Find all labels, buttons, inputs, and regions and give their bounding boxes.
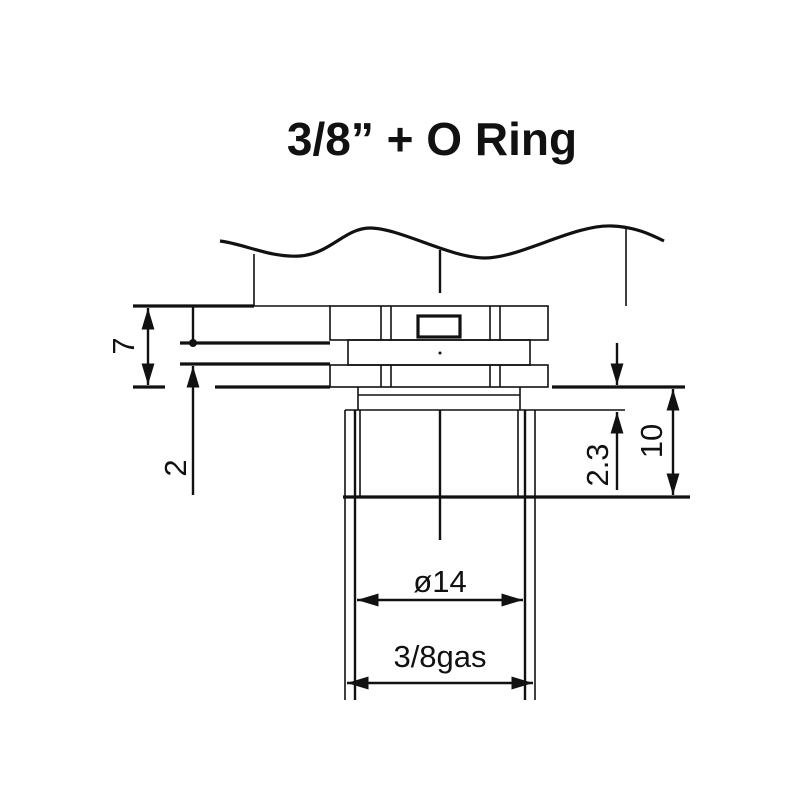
- dimension-diameter-14: ø14: [413, 564, 466, 599]
- thread-body: [343, 410, 690, 700]
- dimension-7: 7: [106, 337, 141, 354]
- fitting: [329, 305, 690, 700]
- left-dimensions: 7 2: [106, 306, 330, 495]
- dimension-2: 2: [158, 459, 193, 476]
- bottom-dimensions: ø14 3/8gas: [347, 564, 533, 690]
- right-dimensions: 2.3 10: [552, 343, 685, 495]
- drawing-title: 3/8” + O Ring: [287, 113, 577, 165]
- housing-section: [133, 224, 665, 308]
- hex-bottom: [329, 364, 549, 388]
- hex-top: [329, 305, 549, 341]
- neck: [357, 387, 521, 410]
- dimension-thread-gas: 3/8gas: [393, 639, 486, 674]
- break-line: [219, 224, 665, 260]
- dimension-10: 10: [634, 424, 669, 458]
- marking-rectangle: [416, 314, 462, 339]
- dimension-2-3: 2.3: [580, 443, 615, 486]
